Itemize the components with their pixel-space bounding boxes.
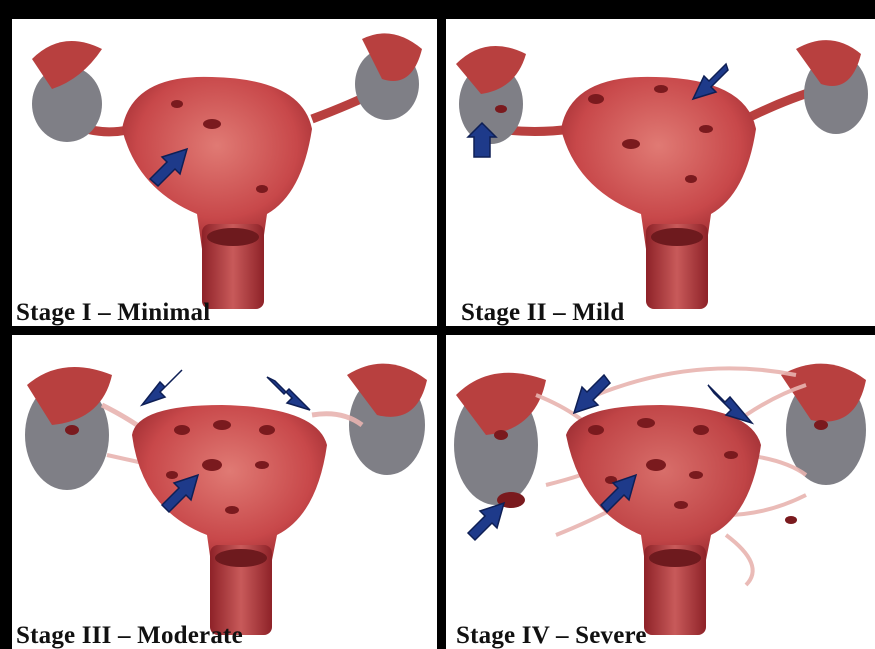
stage-label: Stage III – Moderate — [16, 622, 243, 649]
arrow-icon — [142, 370, 182, 405]
uterus-illustration-stage-4 — [446, 335, 875, 649]
stage-label: Stage II – Mild — [461, 299, 624, 326]
uterus-illustration-stage-3 — [12, 335, 437, 649]
panel-stage-3: Stage III – Moderate — [12, 335, 437, 649]
arrow-icon — [267, 377, 310, 410]
stage-label: Stage I – Minimal — [16, 299, 210, 326]
panel-stage-1: Stage I – Minimal — [12, 19, 437, 326]
panel-stage-2: Stage II – Mild — [446, 19, 875, 326]
panel-stage-4: Stage IV – Severe — [446, 335, 875, 649]
arrow-icon — [468, 503, 504, 540]
uterus-illustration-stage-2 — [446, 19, 875, 326]
stage-label: Stage IV – Severe — [456, 622, 647, 649]
arrow-icon — [574, 375, 610, 413]
uterus-illustration-stage-1 — [12, 19, 437, 326]
